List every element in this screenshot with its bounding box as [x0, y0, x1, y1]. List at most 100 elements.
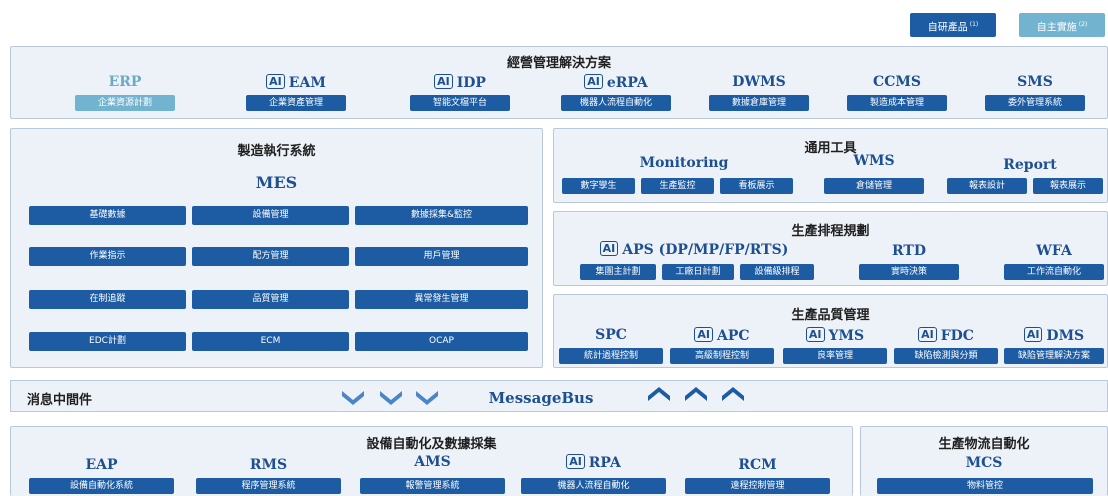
automation-panel: 設備自動化及數據採集 EAP 設備自動化系統 RMS 程序管理系統 AMS 報警… [10, 426, 853, 496]
chevron-down-icon [380, 391, 402, 405]
middleware-title: 消息中間件 [27, 393, 93, 408]
wms-name: WMS [853, 153, 895, 169]
monitoring-name: Monitoring [639, 155, 729, 171]
warehouse-button[interactable]: 倉儲管理 [824, 178, 924, 194]
ai-badge-icon: AI [434, 74, 453, 89]
ai-badge-icon: AI [566, 454, 585, 469]
mes-module-button[interactable]: 基礎數據 [29, 206, 186, 225]
idp-button[interactable]: 智能文檔平台 [410, 95, 510, 111]
ai-badge-icon: AI [805, 327, 825, 342]
mcs-name: MCS [965, 455, 1003, 471]
digital-twin-button[interactable]: 數字孿生 [562, 178, 635, 194]
business-solutions-title: 經營管理解決方案 [506, 56, 611, 71]
ams-button[interactable]: 報警管理系統 [360, 478, 505, 494]
realtime-decision-button[interactable]: 實時決策 [859, 264, 959, 280]
messagebus-name: MessageBus [488, 389, 594, 407]
workflow-button[interactable]: 工作流自動化 [1004, 264, 1104, 280]
mes-module-button[interactable]: 品質管理 [192, 290, 349, 309]
self-developed-note: (1) [969, 21, 979, 28]
mes-module-button[interactable]: ECM [192, 332, 349, 351]
middleware-bar: 消息中間件 MessageBus [10, 380, 1108, 412]
mes-module-button[interactable]: 數據採集&監控 [355, 206, 528, 225]
logistics-panel: 生產物流自動化 MCS 物料管控 [860, 426, 1108, 496]
eap-name: EAP [85, 457, 118, 473]
erpa-button[interactable]: 機器人流程自動化 [561, 95, 671, 111]
ccms-name: CCMS [873, 74, 921, 90]
mes-module-button[interactable]: OCAP [355, 332, 528, 351]
self-implemented-label: 自主實施 [1036, 22, 1077, 34]
dwms-name: DWMS [732, 74, 786, 90]
ams-name: AMS [414, 454, 451, 470]
factory-plan-button[interactable]: 工廠日計劃 [662, 264, 734, 280]
quality-title: 生產品質管理 [791, 308, 870, 323]
mes-module-button[interactable]: 設備管理 [192, 206, 349, 225]
chevron-down-icon [342, 391, 364, 405]
general-tools-panel: 通用工具 Monitoring 數字孿生 生產監控 看板展示 WMS 倉儲管理 … [553, 128, 1108, 203]
kanban-button[interactable]: 看板展示 [720, 178, 793, 194]
mes-name: MES [255, 173, 298, 192]
automation-title: 設備自動化及數據採集 [366, 437, 497, 452]
general-tools-title: 通用工具 [804, 141, 857, 156]
wfa-name: WFA [1036, 243, 1072, 259]
erp-name: ERP [108, 74, 142, 90]
yms-button[interactable]: 良率管理 [783, 348, 887, 364]
ccms-button[interactable]: 製造成本管理 [847, 95, 947, 111]
erp-button[interactable]: 企業資源計劃 [75, 95, 175, 111]
logistics-title: 生產物流自動化 [938, 437, 1030, 452]
chevron-up-icon [722, 387, 744, 401]
apc-button[interactable]: 高級制程控制 [670, 348, 774, 364]
mes-module-button[interactable]: 作業指示 [29, 247, 186, 266]
self-implemented-note: (2) [1078, 21, 1088, 28]
self-implemented-legend: 自主實施(2) [1019, 13, 1105, 37]
rcm-name: RCM [738, 457, 777, 473]
eap-button[interactable]: 設備自動化系統 [29, 478, 174, 494]
report-design-button[interactable]: 報表設計 [947, 178, 1027, 194]
rpa-button[interactable]: 機器人流程自動化 [521, 478, 666, 494]
mes-module-button[interactable]: 在制追蹤 [29, 290, 186, 309]
mes-title: 製造執行系統 [237, 144, 316, 159]
ai-badge-icon: AI [266, 74, 285, 89]
report-name: Report [1003, 157, 1057, 173]
equipment-schedule-button[interactable]: 設備級排程 [740, 264, 814, 280]
mes-module-button[interactable]: EDC計劃 [29, 332, 186, 351]
rcm-button[interactable]: 遠程控制管理 [685, 478, 830, 494]
self-developed-legend: 自研產品(1) [910, 13, 996, 37]
scheduling-title: 生產排程規劃 [791, 224, 870, 239]
sms-name: SMS [1017, 74, 1053, 90]
ai-badge-icon: AI [918, 327, 937, 342]
mes-panel: 製造執行系統 MES 基礎數據 設備管理 數據採集&監控 作業指示 配方管理 用… [10, 128, 543, 368]
eam-button[interactable]: 企業資產管理 [246, 95, 346, 111]
rtd-name: RTD [892, 243, 926, 259]
ai-badge-icon: AI [584, 74, 603, 89]
group-plan-button[interactable]: 集團主計劃 [580, 264, 656, 280]
spc-button[interactable]: 統計過程控制 [559, 348, 663, 364]
production-monitor-button[interactable]: 生產監控 [641, 178, 714, 194]
chevron-down-icon [416, 391, 438, 405]
mes-module-button[interactable]: 配方管理 [192, 247, 349, 266]
report-view-button[interactable]: 報表展示 [1033, 178, 1103, 194]
ai-badge-icon: AI [599, 241, 619, 256]
mcs-button[interactable]: 物料管控 [877, 478, 1093, 494]
dwms-button[interactable]: 數據倉庫管理 [709, 95, 809, 111]
ai-badge-icon: AI [694, 327, 714, 342]
mes-module-button[interactable]: 異常發生管理 [355, 290, 528, 309]
sms-button[interactable]: 委外管理系統 [985, 95, 1085, 111]
spc-name: SPC [595, 327, 627, 343]
chevron-up-icon [648, 387, 670, 401]
fdc-button[interactable]: 缺陷檢測與分類 [894, 348, 998, 364]
mes-module-button[interactable]: 用戶管理 [355, 247, 528, 266]
rms-name: RMS [249, 457, 288, 473]
rms-button[interactable]: 程序管理系統 [196, 478, 341, 494]
dms-button[interactable]: 缺陷管理解決方案 [1004, 348, 1104, 364]
